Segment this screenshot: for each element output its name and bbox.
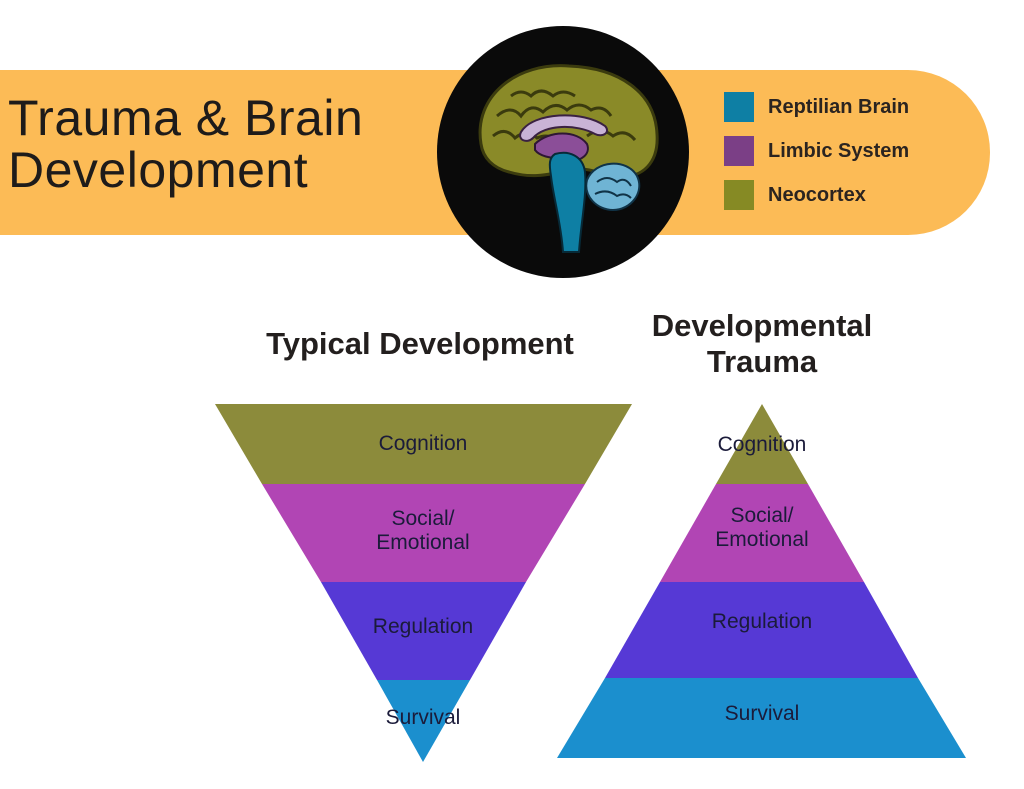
typical-label-cognition: Cognition [378,432,468,455]
developmental-trauma-title: Developmental Trauma [651,308,873,379]
typical-development-title: Typical Development [266,326,574,361]
trauma-layer-social [660,484,864,582]
trauma-label-cognition: Cognition [717,433,807,456]
trauma-layer-survival [557,678,966,758]
typical-layer-survival [377,680,470,762]
legend-swatch-neocortex [724,180,754,210]
legend-label-neocortex: Neocortex [768,184,866,206]
brain-illustration [437,26,689,278]
trauma-layer-cognition [716,404,808,484]
legend-swatch-reptilian [724,92,754,122]
legend-label-limbic: Limbic System [768,140,910,162]
trauma-label-survival: Survival [724,702,800,725]
legend-label-reptilian: Reptilian Brain [768,96,910,118]
page-title: Trauma & Brain Development [8,90,364,198]
trauma-label-social: Social/ Emotional [715,504,809,551]
typical-layer-cognition [215,404,632,484]
trauma-layer-regulation [605,582,918,678]
typical-label-survival: Survival [385,706,461,729]
typical-label-regulation: Regulation [372,615,474,638]
typical-label-social: Social/ Emotional [376,507,470,554]
typical-layer-social [262,484,585,582]
typical-layer-regulation [321,582,526,680]
legend-swatch-limbic [724,136,754,166]
trauma-label-regulation: Regulation [711,610,813,633]
brain-sagittal-icon [478,64,659,253]
